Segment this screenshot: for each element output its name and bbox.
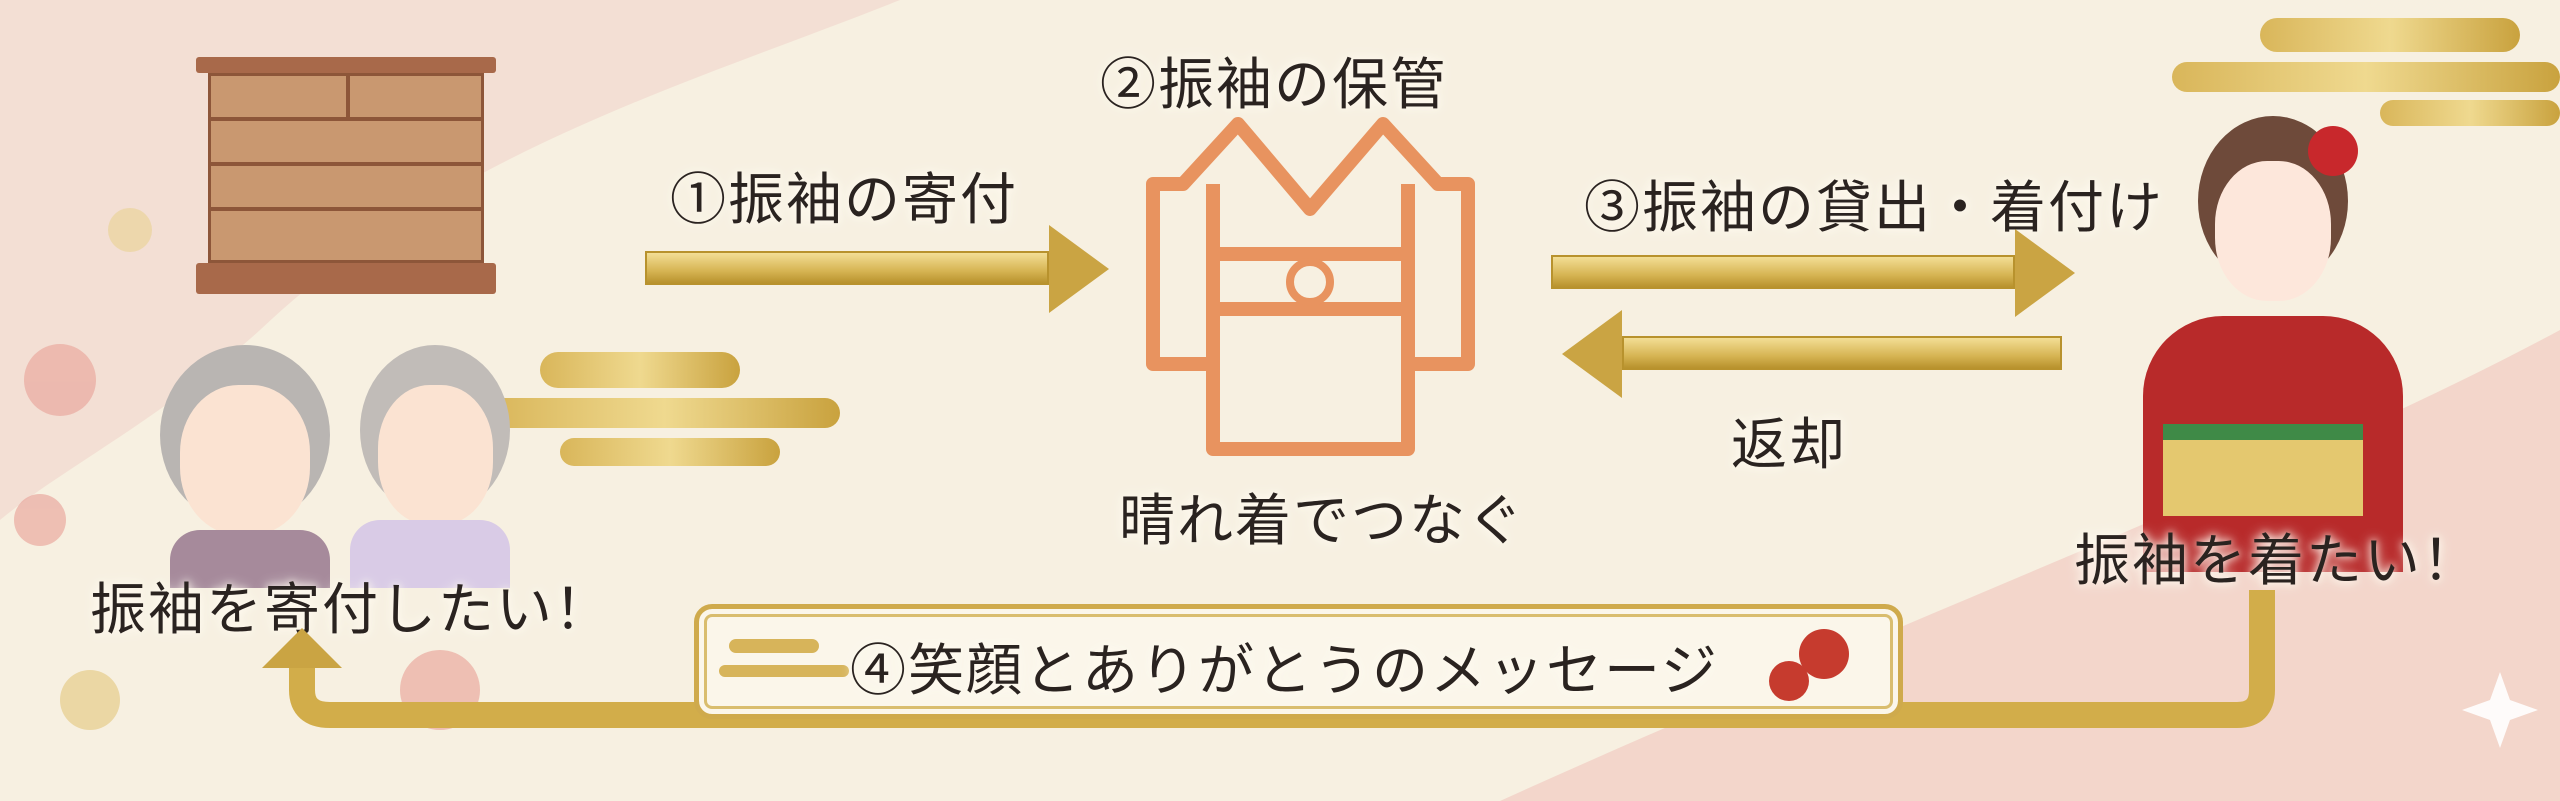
gold-cloud-left: [560, 438, 780, 466]
young-woman-in-furisode-illustration: [2123, 106, 2417, 572]
step-donate-label: ①振袖の寄付: [670, 168, 1018, 233]
kimono-icon: [1146, 117, 1475, 456]
chrysanthemum-icon: [1799, 629, 1849, 679]
step-message-label: ④笑顔とありがとうのメッセージ: [850, 639, 1719, 704]
return-arrow: [1562, 310, 2062, 398]
lend-arrow: [1551, 229, 2075, 317]
message-banner: [694, 604, 1903, 719]
wearer-caption: 振袖を着たい！: [2074, 529, 2480, 594]
storage-caption: 晴れ着でつなぐ: [1119, 489, 1525, 554]
gold-cloud-banner: [719, 665, 849, 677]
elderly-donors-illustration: [130, 335, 522, 588]
pink-wash-bottom-right: [1500, 330, 2560, 801]
step-storage-label: ②振袖の保管: [1100, 53, 1448, 118]
gold-cloud-banner: [729, 639, 819, 653]
gold-cloud-right: [2172, 62, 2560, 92]
donate-arrow: [645, 225, 1109, 313]
sparkle-icon: [2462, 672, 2538, 748]
arrow-head-up: [262, 628, 342, 668]
gold-cloud-left: [490, 398, 840, 428]
tansu-chest-illustration: [196, 57, 496, 294]
gold-cloud-left: [540, 352, 740, 388]
return-label: 返却: [1731, 413, 1847, 478]
donors-caption: 振袖を寄付したい！: [90, 578, 612, 643]
chrysanthemum-icon: [1769, 661, 1809, 701]
gold-cloud-right: [2260, 18, 2520, 52]
gold-cloud-right: [2380, 100, 2560, 126]
